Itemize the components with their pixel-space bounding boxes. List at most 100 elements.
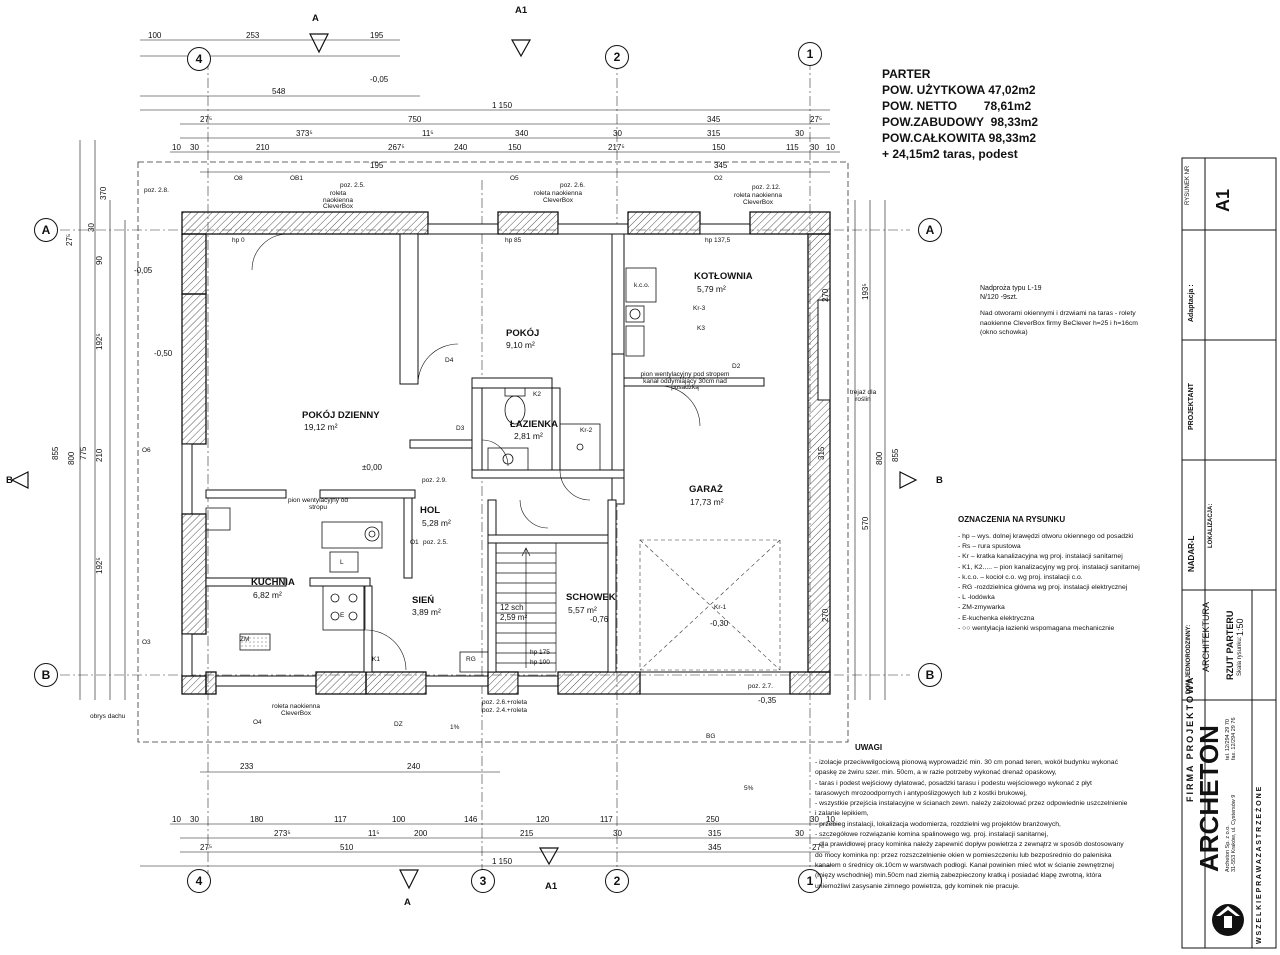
dim-top: 267⁵ [388, 143, 405, 152]
poz-label: poz. 2.4.+roleta [482, 707, 527, 714]
room-area-garaz: 17,73 m² [690, 497, 724, 507]
window-tag: O6 [142, 447, 151, 454]
section-label-a-top: A [312, 13, 319, 24]
note-item: i zalanie lepikiem, [815, 810, 869, 818]
poz-label: poz. 2.5. [340, 182, 365, 189]
slope-note: 5% [744, 785, 754, 792]
component-tag: K3 [697, 325, 705, 332]
axis-bubble-3-bottom: 3 [471, 869, 495, 893]
legend-item: - RG -rozdzielnica główna wg proj. insta… [958, 584, 1128, 592]
dim-left: 27⁵ [65, 233, 74, 246]
dim-bottom: 120 [536, 815, 550, 824]
dim-top: 373⁵ [296, 129, 313, 138]
legend-item: - hp – wys. dolnej krawędzi otworu okien… [958, 533, 1134, 540]
room-area-pokoj-dzienny: 19,12 m² [304, 422, 338, 432]
dim-bottom: 180 [250, 815, 264, 824]
dim-top: 115 [786, 143, 799, 152]
notes-title: UWAGI [855, 743, 883, 752]
garage-floor-slope [639, 539, 781, 671]
room-name-garaz: GARAŻ [689, 484, 723, 495]
component-tag: k.c.o. [634, 282, 650, 289]
ventilation-note: pion wentylacyjny pod stropem kanał oddy… [640, 371, 730, 391]
dim-right: 855 [891, 448, 900, 462]
room-name-kuchnia: KUCHNIA [251, 577, 295, 588]
axis-bubble-4-bottom: 4 [187, 869, 211, 893]
legend-item: - k.c.o. – kocioł c.o. wg proj. instalac… [958, 573, 1083, 581]
dim-bottom: 30 [190, 815, 199, 824]
axis-bubble-2-top: 2 [605, 45, 629, 69]
room-name-schowek: SCHOWEK [566, 592, 616, 603]
room-area-sien: 3,89 m² [412, 607, 441, 617]
dim-right: 270 [821, 608, 830, 622]
hp-label: hp 85 [505, 237, 522, 244]
dim-top: 150 [712, 143, 726, 152]
component-tag: K1 [372, 656, 380, 663]
drawing-number-label: RYSUNEK NR [1185, 165, 1191, 205]
axis-bubble-a-left: A [34, 218, 58, 242]
component-tag: Kr-1 [714, 604, 727, 611]
axis-bubble-a-right: A [918, 218, 942, 242]
adaptation-label: Adaptacja : [1188, 284, 1195, 322]
room-name-lazienka: ŁAZIENKA [510, 419, 559, 430]
room-name-pokoj: POKÓJ [506, 328, 540, 339]
dim-bottom: 27⁵ [812, 843, 825, 852]
dim-top: 30 [613, 129, 622, 138]
dim-bottom: 100 [392, 815, 406, 824]
summary-extra: + 24,15m2 taras, podest [882, 147, 1018, 161]
company-fax: fax. 12/294 29 76 [1231, 717, 1237, 760]
door-tag: BG [706, 733, 716, 740]
interior-walls [205, 233, 765, 673]
dim-right: 193⁵ [861, 283, 870, 300]
dim-top: 340 [515, 129, 529, 138]
company-name: ARCHETON [1194, 725, 1224, 872]
legend-item: - E-kuchenka elektryczna [958, 614, 1035, 622]
dim-top: 30 [795, 129, 804, 138]
section-label-a1-top: A1 [515, 5, 528, 16]
section-label-a1-bottom: A1 [545, 881, 558, 892]
room-name-sien: SIEŃ [412, 595, 435, 606]
axis-bubble-1-top: 1 [798, 42, 822, 66]
stairs [495, 542, 557, 673]
room-area-schowek: 5,57 m² [568, 605, 597, 615]
notes-list: - izolacje przeciwwilgociową pionową wyp… [815, 758, 1127, 892]
legend-item: - L -lodówka [958, 594, 995, 602]
hp-label: hp 137,5 [705, 237, 731, 244]
component-tag: Kr-2 [580, 427, 593, 434]
project-name: NADAR-L [1187, 535, 1196, 572]
section-label-b-right: B [936, 475, 943, 486]
hp-label: hp 100 [530, 659, 550, 666]
fixtures [205, 267, 657, 673]
dim-top: 750 [408, 115, 422, 124]
window-tag: O3 [142, 639, 151, 646]
dim-top: 27⁵ [810, 115, 823, 124]
component-tag: K2 [533, 391, 541, 398]
title-block-frame [1181, 157, 1277, 949]
slope-note: 1% [450, 724, 460, 731]
dim-top: 195 [370, 161, 384, 170]
dim-top: 10 [172, 143, 181, 152]
scale-label: Skala rysunku: [1237, 636, 1243, 676]
dimension-lines [79, 39, 886, 867]
dim-left: 192⁵ [95, 557, 104, 574]
dim-bottom: 117 [600, 815, 613, 824]
level-label: -0,05 [370, 75, 389, 84]
dim-bottom: 233 [240, 762, 254, 771]
dim-bottom: 510 [340, 843, 354, 852]
door-tag: D3 [456, 425, 465, 432]
summary-row: POW.CAŁKOWITA 98,33m2 [882, 131, 1037, 145]
door-tag: D4 [445, 357, 454, 364]
room-name-pokoj-dzienny: POKÓJ DZIENNY [302, 410, 380, 421]
note-item: opaskę ze żwiru szer. min. 50cm, a w raz… [815, 769, 1057, 777]
door-tag: D2 [732, 363, 741, 370]
poz-label: poz. 2.6. [560, 182, 585, 189]
level-label: -0,35 [758, 696, 777, 705]
dim-bottom: 11⁵ [368, 829, 380, 838]
level-label: ±0,00 [362, 463, 382, 472]
dim-top: 27⁵ [200, 115, 213, 124]
location-label: LOKALIZACJA: [1208, 503, 1214, 548]
dim-bottom: 240 [407, 762, 421, 771]
dim-bottom: 315 [708, 829, 722, 838]
dim-left: 800 [67, 451, 76, 465]
exterior-walls [181, 211, 831, 695]
lintel-description: Nad otworami okiennymi i drzwiami na tar… [980, 310, 1138, 336]
